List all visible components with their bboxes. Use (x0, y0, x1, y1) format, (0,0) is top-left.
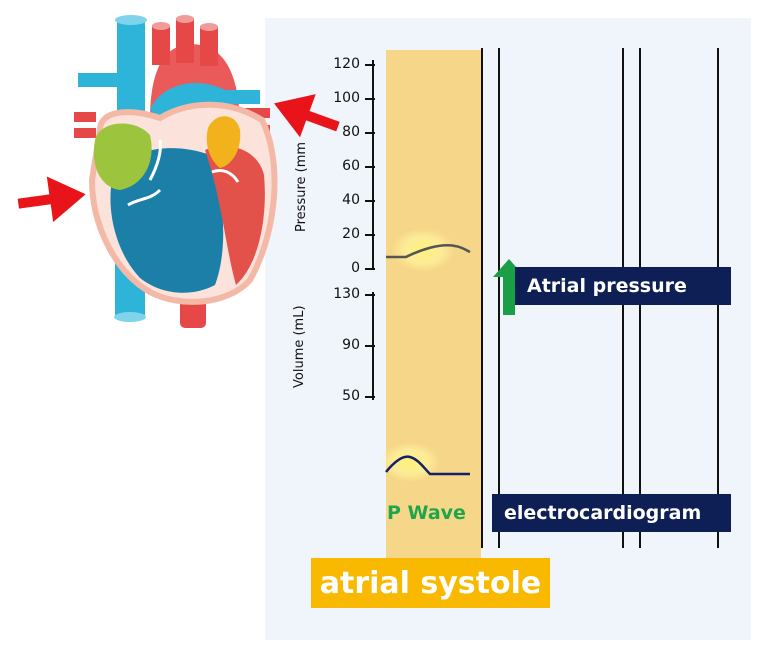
volume-tick-label: 130 (333, 286, 360, 302)
arrow-right-icon (17, 176, 86, 223)
pressure-tick-label: 100 (333, 90, 360, 106)
phase-line (481, 48, 483, 548)
heart-illustration (74, 15, 278, 328)
pressure-tick (365, 132, 375, 134)
arrow-left-icon (274, 94, 340, 138)
pressure-tick-label: 60 (342, 158, 360, 174)
volume-tick (365, 396, 375, 398)
diagram-panel (265, 18, 751, 640)
volume-tick (365, 294, 375, 296)
pressure-tick (365, 234, 375, 236)
pressure-tick-label: 0 (351, 260, 360, 276)
electrocardiogram-label: electrocardiogram (492, 494, 731, 532)
atrial-pressure-label: Atrial pressure (515, 267, 731, 305)
volume-tick-label: 50 (342, 388, 360, 404)
pressure-tick (365, 98, 375, 100)
pressure-tick-label: 40 (342, 192, 360, 208)
p-wave-label: P Wave (387, 502, 466, 524)
pressure-axis-line (372, 60, 374, 270)
p-wave-glow (380, 442, 440, 482)
pressure-tick (365, 200, 375, 202)
pressure-tick (365, 268, 375, 270)
phase-line (498, 48, 500, 548)
atrial-systole-label: atrial systole (311, 558, 550, 608)
pressure-tick-label: 20 (342, 226, 360, 242)
pressure-tick-label: 80 (342, 124, 360, 140)
pressure-tick (365, 64, 375, 66)
pressure-tick (365, 166, 375, 168)
volume-tick-label: 90 (342, 337, 360, 353)
volume-tick (365, 345, 375, 347)
pressure-tick-label: 120 (333, 56, 360, 72)
